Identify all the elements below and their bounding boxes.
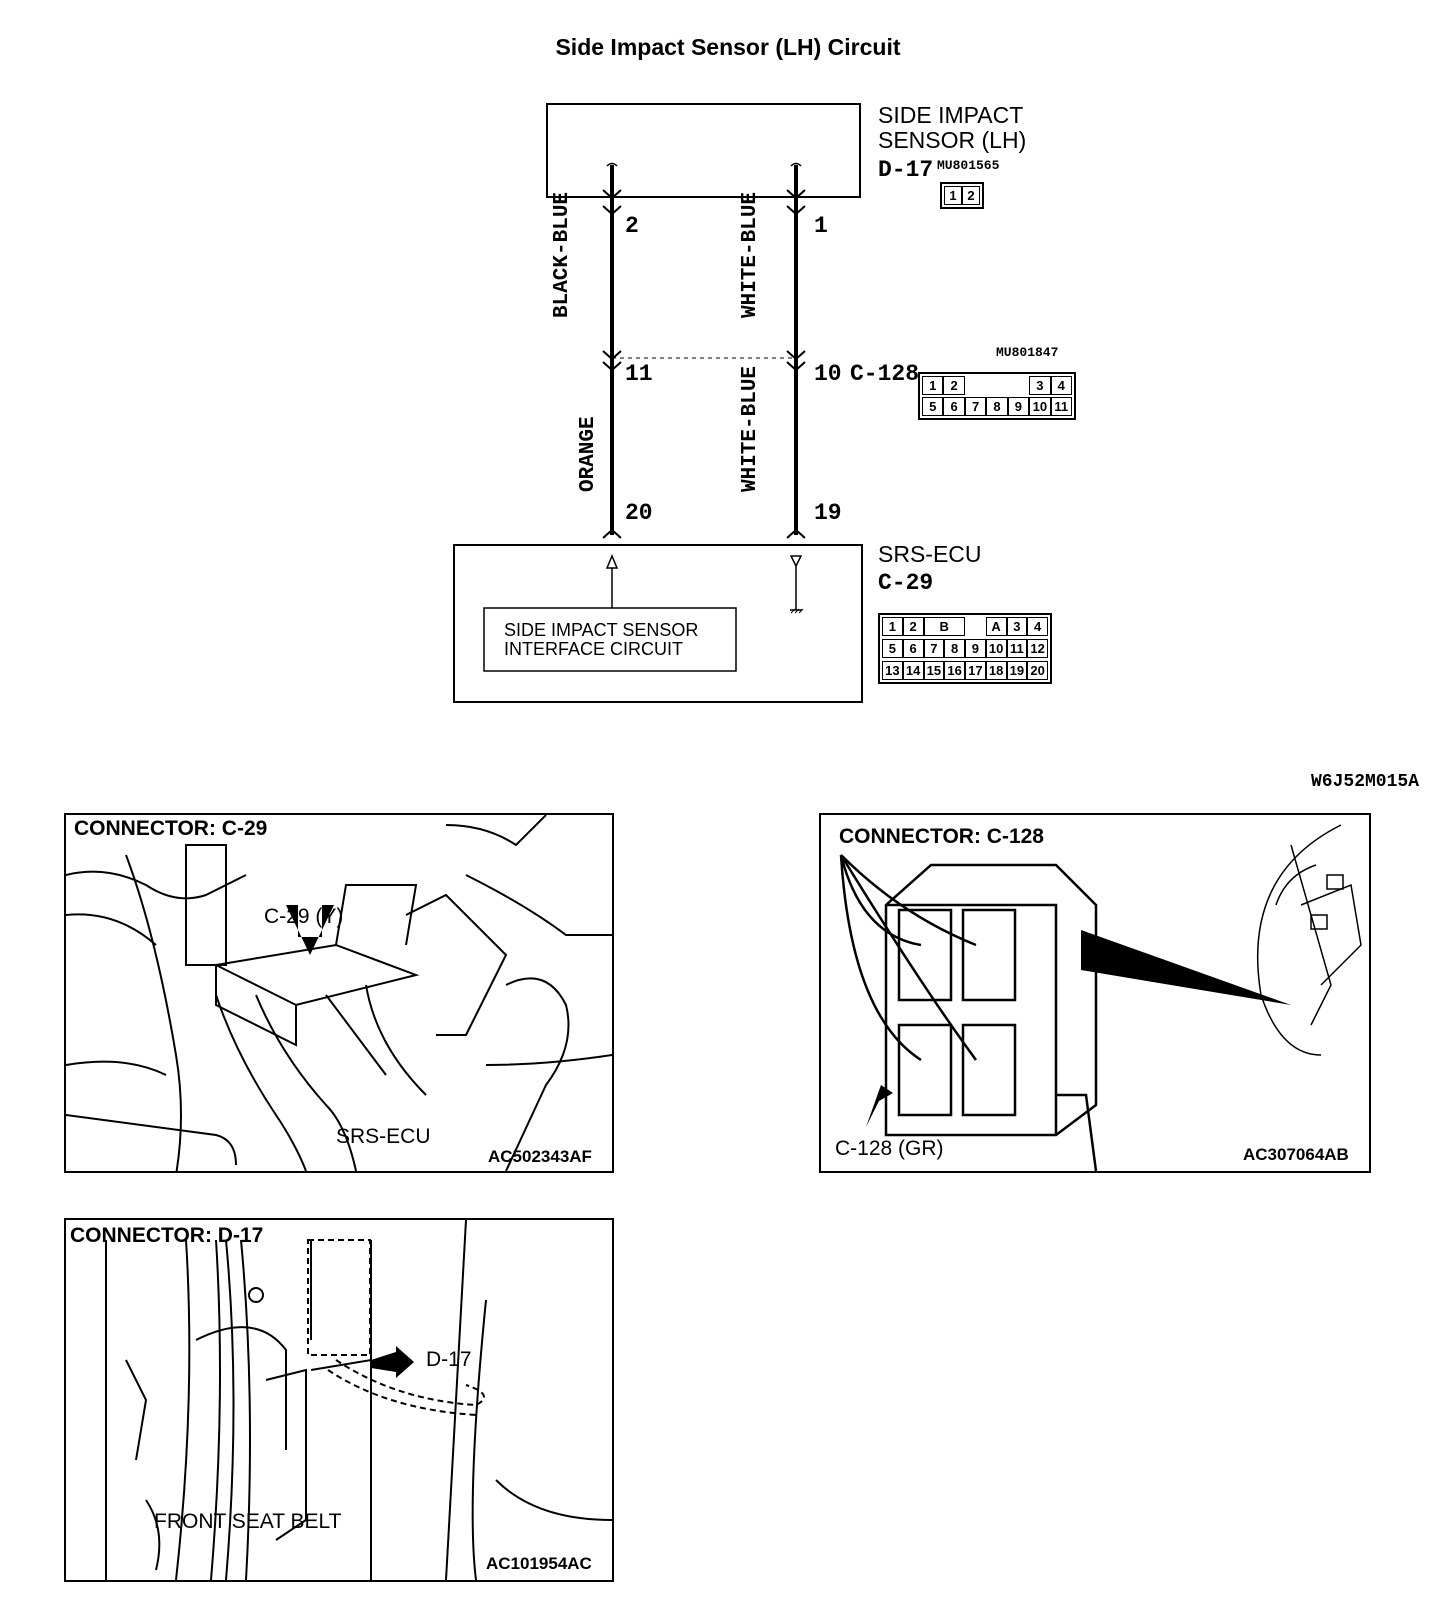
pin-sensor-right: 1 — [814, 213, 828, 239]
pin-cell: 5 — [922, 397, 944, 416]
d17-panel-title: CONNECTOR: D-17 — [70, 1224, 264, 1247]
ecu-connector-face: 1 2 B A 3 4 5 6 7 8 9 10 11 12 13 14 15 … — [878, 613, 1052, 684]
pin-c128-left: 11 — [625, 361, 653, 387]
interface-circuit-label: SIDE IMPACT SENSOR INTERFACE CIRCUIT — [504, 621, 698, 659]
c29-panel-title: CONNECTOR: C-29 — [74, 817, 268, 840]
pin-cell — [1008, 376, 1029, 395]
wire-color-left-upper: BLACK-BLUE — [551, 191, 574, 318]
pin-cell: 8 — [986, 397, 1008, 416]
pin-cell: A — [985, 617, 1007, 636]
pin-cell — [965, 376, 986, 395]
pin-cell: 2 — [962, 186, 980, 205]
pin-cell: 20 — [1027, 661, 1048, 680]
ecu-name: SRS-ECU — [878, 541, 982, 567]
d17-label: FRONT SEAT BELT — [154, 1510, 342, 1533]
pin-cell: 6 — [902, 639, 924, 658]
pin-cell: 2 — [943, 376, 965, 395]
pin-cell: 5 — [882, 639, 903, 658]
c128-arrow-icon — [866, 1085, 893, 1127]
c128-connector-marks — [602, 350, 806, 372]
connector-c128-panel: CONNECTOR: C-128 C-128 (GR) AC307064AB — [819, 813, 1371, 1173]
pin-cell: 4 — [1027, 617, 1048, 636]
ecu-connector-id: C-29 — [878, 570, 934, 596]
c128-connector-id: C-128 — [850, 361, 920, 387]
pin-cell: B — [923, 617, 965, 636]
d17-illustration — [105, 1220, 612, 1580]
sensor-part-number: MU801565 — [937, 158, 1000, 173]
sensor-connector-marks — [602, 189, 806, 216]
c128-connector-face: 1 2 3 4 5 6 7 8 9 10 11 — [918, 372, 1076, 420]
diagram-title: Side Impact Sensor (LH) Circuit — [555, 34, 901, 60]
pin-cell: 17 — [965, 661, 986, 680]
d17-hidden-connector — [307, 1239, 485, 1416]
pin-cell: 11 — [1050, 397, 1072, 416]
pin-cell: 16 — [944, 661, 965, 680]
pin-cell: 8 — [944, 639, 965, 658]
c29-callout: C-29 (Y) — [264, 905, 344, 928]
pin-cell: 4 — [1050, 376, 1072, 395]
d17-callout: D-17 — [426, 1348, 472, 1371]
pin-c128-right: 10 — [814, 361, 842, 387]
c29-illustration — [66, 815, 612, 1171]
pin-ecu-left: 20 — [625, 500, 653, 526]
pin-cell: 3 — [1029, 376, 1051, 395]
sensor-connector-id: D-17 — [878, 157, 934, 183]
pin-cell: 10 — [985, 639, 1007, 658]
pin-cell: 1 — [882, 617, 903, 636]
connector-c29-panel: CONNECTOR: C-29 C-29 (Y) SRS-ECU AC50234… — [64, 813, 614, 1173]
diagram-code: W6J52M015A — [1311, 772, 1420, 792]
sensor-box — [546, 103, 861, 198]
pin-cell — [986, 376, 1007, 395]
interface-line2: INTERFACE CIRCUIT — [504, 639, 684, 659]
c128-part-number: MU801847 — [996, 345, 1059, 360]
ecu-box — [453, 544, 863, 703]
pin-cell: 9 — [965, 639, 986, 658]
pin-sensor-left: 2 — [625, 213, 639, 239]
pin-cell: 9 — [1007, 397, 1030, 416]
pin-cell: 12 — [1027, 639, 1048, 658]
d17-code: AC101954AC — [486, 1554, 592, 1573]
pin-cell — [965, 617, 986, 636]
circuit-schematic — [453, 103, 863, 703]
pin-cell: 19 — [1006, 661, 1028, 680]
c29-arrow-icon — [286, 905, 334, 955]
sensor-name-line2: SENSOR (LH) — [878, 127, 1027, 153]
sensor-name-line1: SIDE IMPACT — [878, 102, 1024, 128]
pin-cell: 14 — [902, 661, 924, 680]
pin-cell: 7 — [964, 397, 987, 416]
pin-cell: 2 — [902, 617, 924, 636]
d17-arrow-icon — [371, 1346, 414, 1378]
c128-callout: C-128 (GR) — [835, 1137, 944, 1160]
wire-color-left-lower: ORANGE — [577, 416, 600, 492]
pin-cell: 13 — [882, 661, 903, 680]
pin-cell: 10 — [1029, 397, 1051, 416]
c128-zoom-wedge — [1081, 930, 1291, 1005]
pin-cell: 1 — [944, 186, 962, 205]
connector-d17-panel: CONNECTOR: D-17 D-17 FRONT SEAT BELT AC1… — [64, 1218, 614, 1582]
c128-panel-title: CONNECTOR: C-128 — [839, 825, 1044, 848]
pin-cell: 11 — [1006, 639, 1028, 658]
pin-cell: 6 — [943, 397, 965, 416]
c128-illustration — [839, 824, 1362, 1171]
interface-box — [483, 607, 737, 672]
c29-label: SRS-ECU — [336, 1125, 431, 1148]
pin-cell: 7 — [923, 639, 945, 658]
pin-cell: 18 — [985, 661, 1007, 680]
c128-code: AC307064AB — [1243, 1145, 1349, 1164]
c128-dashboard-sketch — [1257, 824, 1362, 1056]
sensor-connector-face: 1 2 — [940, 182, 984, 209]
pin-cell: 1 — [922, 376, 944, 395]
wire-color-right-upper: WHITE-BLUE — [739, 191, 762, 318]
wire-color-right-lower: WHITE-BLUE — [739, 365, 762, 492]
pin-cell: 3 — [1006, 617, 1028, 636]
pin-cell: 15 — [923, 661, 945, 680]
interface-line1: SIDE IMPACT SENSOR — [504, 620, 699, 640]
ecu-connector-marks — [602, 528, 806, 539]
c29-code: AC502343AF — [488, 1147, 592, 1166]
pin-ecu-right: 19 — [814, 500, 842, 526]
